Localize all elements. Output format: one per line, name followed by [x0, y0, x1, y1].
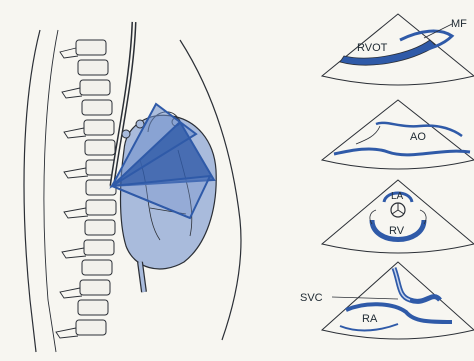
back-outline: [24, 30, 40, 352]
sagittal-body-drawing: [24, 22, 241, 352]
sector-view-ao: AO: [322, 100, 474, 169]
label-la: LA: [391, 191, 404, 202]
label-ao: AO: [410, 131, 426, 143]
label-ra: RA: [362, 313, 378, 325]
label-mpa: MF: [451, 18, 467, 30]
sector-view-rvot: MF RVOT: [322, 14, 474, 85]
vessel-ring-1: [122, 130, 130, 138]
sector-view-svc-ra: SVC RA: [300, 262, 474, 339]
sector-outline-2: [322, 100, 474, 169]
label-rv: RV: [389, 225, 405, 237]
label-svc: SVC: [300, 292, 323, 304]
vertebral-column: [76, 40, 116, 335]
sector-view-la-rv: LA RV: [322, 180, 474, 253]
label-rvot: RVOT: [357, 42, 388, 54]
back-inner-line: [44, 30, 58, 352]
